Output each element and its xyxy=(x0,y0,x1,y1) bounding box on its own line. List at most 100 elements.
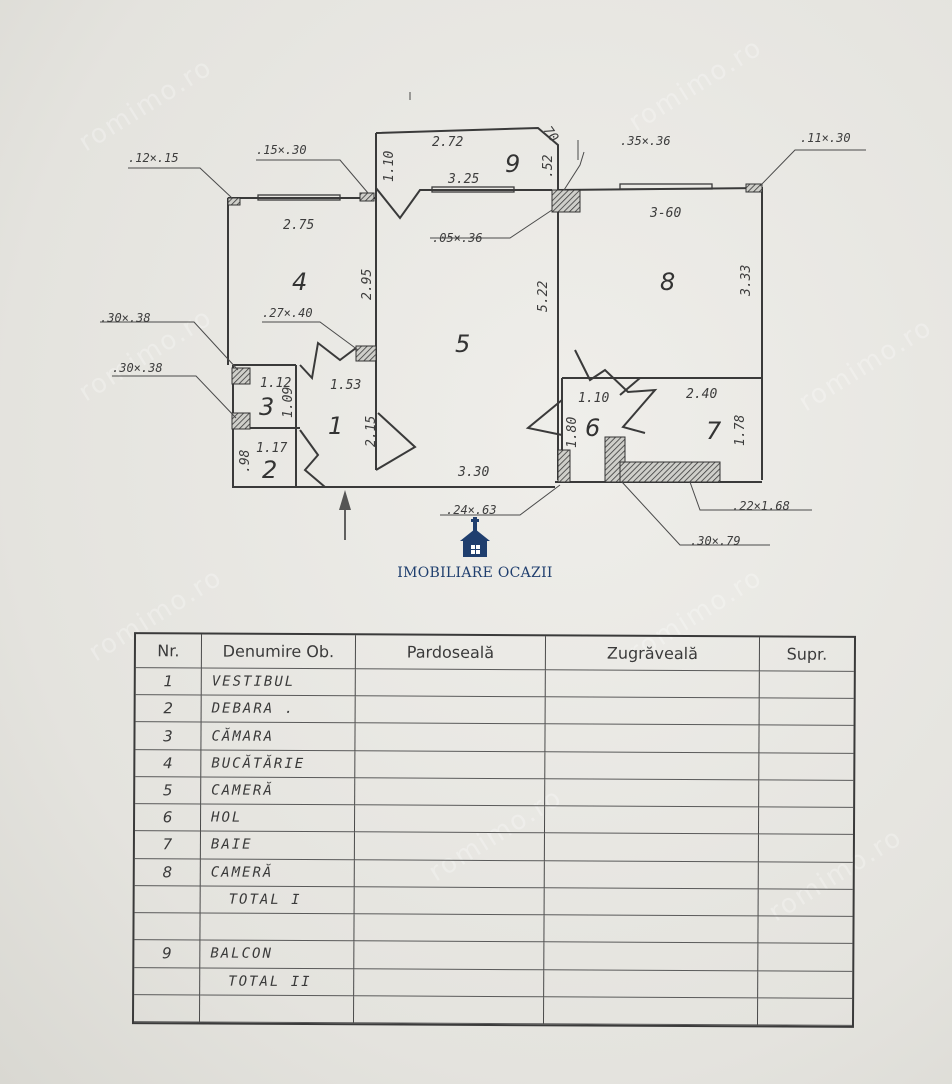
room-name: CAMERĂ xyxy=(201,777,356,806)
empty-cell xyxy=(758,970,853,999)
empty-cell xyxy=(757,998,853,1026)
header-paint: Zugrăveală xyxy=(545,636,761,672)
row-number: 7 xyxy=(134,831,201,860)
row-number: 9 xyxy=(134,940,201,968)
callout-label: .12×.15 xyxy=(128,151,179,165)
floor-plan: 1 2 3 4 5 6 7 8 9 2.72 3.25 1.10 .52 70 … xyxy=(100,92,866,548)
hatched-columns xyxy=(227,183,763,483)
empty-cell xyxy=(544,915,759,944)
empty-cell xyxy=(355,750,546,780)
apartment-walls xyxy=(227,126,763,488)
empty-cell xyxy=(355,778,546,807)
dim-r1-w: 1.53 xyxy=(330,378,361,393)
empty-cell xyxy=(758,916,853,945)
row-number xyxy=(133,994,201,1023)
room-5-label: 5 xyxy=(455,330,470,358)
room-1-label: 1 xyxy=(328,412,343,440)
empty-cell xyxy=(758,834,853,863)
empty-cell xyxy=(759,780,854,809)
empty-cell xyxy=(355,669,546,698)
agency-name: IMOBILIARE OCAZII xyxy=(397,565,553,581)
row-number: 3 xyxy=(135,722,202,751)
room-2-label: 2 xyxy=(262,456,277,484)
empty-cell xyxy=(759,671,854,700)
empty-cell xyxy=(354,859,545,889)
room-name: BUCĂTĂRIE xyxy=(201,750,356,779)
row-number xyxy=(134,913,201,941)
row-number: 5 xyxy=(135,777,202,805)
room-7-label: 7 xyxy=(706,417,722,445)
row-number xyxy=(134,967,201,996)
row-number: 2 xyxy=(135,695,202,723)
empty-cell xyxy=(544,860,759,890)
header-area: Supr. xyxy=(759,637,855,672)
row-number: 6 xyxy=(134,804,202,832)
empty-cell xyxy=(544,833,759,862)
dim-r9-corner: 70 xyxy=(540,124,561,146)
empty-cell xyxy=(759,725,854,754)
dim-r9-right: .52 xyxy=(541,154,556,178)
dim-r2-w: 1.17 xyxy=(256,441,287,456)
dim-r5-h: 5.22 xyxy=(536,281,551,312)
callout-label: .24×.63 xyxy=(446,503,497,517)
callout-label: .11×.30 xyxy=(800,131,851,145)
empty-cell xyxy=(759,753,854,781)
empty-cell xyxy=(545,724,760,754)
dim-r9-top: 2.72 xyxy=(432,135,463,150)
row-number: 1 xyxy=(135,668,202,696)
empty-cell xyxy=(544,806,760,835)
callout-label: .30×.38 xyxy=(100,311,151,325)
empty-cell xyxy=(353,996,545,1025)
room-9-label: 9 xyxy=(505,150,520,178)
empty-cell xyxy=(544,969,759,999)
room-name: TOTAL I xyxy=(200,886,355,915)
room-name: CĂMARA xyxy=(201,722,356,751)
empty-cell xyxy=(354,887,545,916)
empty-cell xyxy=(354,914,545,943)
room-name: VESTIBUL xyxy=(201,668,356,697)
callout-label: .05×.36 xyxy=(432,231,483,245)
empty-cell xyxy=(543,997,759,1026)
empty-cell xyxy=(758,861,853,890)
room-name xyxy=(200,913,355,942)
room-name: BALCON xyxy=(200,940,355,969)
dim-r6-h: 1.80 xyxy=(565,417,580,448)
dim-r3-w: 1.12 xyxy=(260,376,291,391)
callout-label: .35×.36 xyxy=(620,134,671,148)
empty-cell xyxy=(355,696,546,725)
room-8-label: 8 xyxy=(660,268,675,296)
empty-cell xyxy=(759,698,854,727)
callout-label: .15×.30 xyxy=(256,143,307,157)
room-3-label: 3 xyxy=(259,393,274,421)
dim-r5-bottom: 3.30 xyxy=(457,465,489,480)
dim-r4-w: 2.75 xyxy=(283,218,314,233)
empty-cell xyxy=(354,941,545,970)
callout-leaders xyxy=(100,92,866,546)
dim-r9-mid: 3.25 xyxy=(447,172,479,187)
room-6-label: 6 xyxy=(585,414,600,442)
empty-cell xyxy=(354,805,546,834)
empty-cell xyxy=(545,779,760,808)
header-nr: Nr. xyxy=(135,634,203,669)
empty-cell xyxy=(544,888,759,917)
dim-r7-w: 2.40 xyxy=(686,387,717,402)
callout-label: .27×.40 xyxy=(262,306,313,320)
callout-label: .22×1.68 xyxy=(732,499,790,513)
header-floor: Pardoseală xyxy=(355,635,547,671)
empty-cell xyxy=(354,832,545,861)
dim-r2-h: .98 xyxy=(238,449,253,473)
row-number: 4 xyxy=(135,749,202,778)
room-name: BAIE xyxy=(200,831,355,860)
empty-cell xyxy=(758,889,853,917)
dim-r4-h: 2.95 xyxy=(360,269,375,300)
dim-r8-w: 3-60 xyxy=(649,206,681,221)
empty-cell xyxy=(545,751,760,781)
room-name: TOTAL II xyxy=(200,967,355,997)
row-number: 8 xyxy=(134,858,201,887)
dim-r9-left: 1.10 xyxy=(382,151,397,182)
entrance-arrow-icon xyxy=(339,490,351,540)
room-name: DEBARA . xyxy=(201,695,356,724)
dim-r8-h: 3.33 xyxy=(739,265,754,297)
empty-cell xyxy=(545,697,760,726)
